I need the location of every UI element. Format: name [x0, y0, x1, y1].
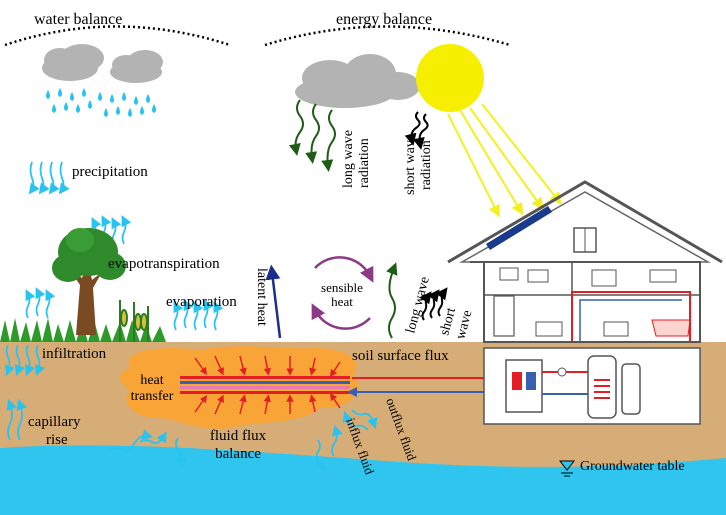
rain-drop: [58, 88, 62, 97]
rain-drop: [146, 94, 150, 103]
sun-icon: [416, 44, 484, 112]
rain-drop: [122, 92, 126, 101]
long-wave-label: long wave: [403, 275, 432, 335]
heat-arrow: [194, 357, 208, 376]
rain-drop: [52, 104, 56, 113]
capillary-rise-label-2: rise: [46, 432, 68, 448]
long-wave-radiation-label-2: radiation: [357, 138, 372, 188]
heat-arrow: [309, 394, 317, 413]
long-wave-radiation-label-1: long wave: [341, 130, 356, 188]
rain-drop: [46, 90, 50, 99]
short-wave-radiation-label-1: short wave: [403, 134, 418, 195]
tree-icon: [52, 228, 126, 335]
short-wave-radiation-label-2: radiation: [419, 140, 434, 190]
short-wave-label-2: wave: [453, 309, 475, 341]
fluid-flux-balance-label-1: fluid flux: [210, 428, 267, 444]
short-wave-label-1: short: [437, 306, 459, 337]
up-arrow: [35, 287, 46, 317]
heat-arrow: [329, 392, 341, 409]
sensible-heat-label-2: heat: [331, 294, 353, 309]
rain-drop: [82, 88, 86, 97]
heat-arrow: [214, 394, 224, 415]
heat-arrow: [263, 394, 271, 415]
up-arrow: [45, 289, 56, 319]
groundwater-table-label: Groundwater table: [580, 459, 685, 474]
capillary-rise-label-1: capillary: [28, 414, 81, 430]
cloud-icon: [42, 44, 163, 83]
heat-arrow: [309, 357, 317, 376]
up-arrow: [193, 301, 204, 331]
rain-drop: [116, 106, 120, 115]
capillary-rise-arrows: [6, 398, 27, 441]
rain-drop: [110, 94, 114, 103]
sensible-heat-cycle: [311, 256, 374, 330]
rain-drop: [152, 104, 156, 113]
sensible-heat-label-1: sensible: [321, 280, 363, 295]
fluid-flux-arrows: [109, 409, 378, 470]
house-icon: [447, 180, 723, 343]
rain-drop: [76, 104, 80, 113]
heat-arrow: [239, 355, 247, 376]
latent-heat-arrow: [265, 264, 282, 339]
fluid-flux-balance-label-2: balance: [215, 446, 261, 462]
shortwave-down-arrows: [404, 111, 429, 150]
rain-drop: [64, 102, 68, 111]
rain-drop: [70, 92, 74, 101]
infiltration-label: infiltration: [42, 346, 107, 362]
rain-drop: [88, 100, 92, 109]
heat-arrow: [329, 361, 341, 378]
crop-plants: [119, 300, 149, 342]
energy-balance-arc: [264, 25, 511, 47]
water-balance-label: water balance: [34, 11, 122, 28]
heat-flux-arrows: [194, 355, 341, 415]
evaporation-label: evaporation: [166, 294, 237, 310]
up-arrow: [25, 289, 36, 319]
solar-panel-icon: [486, 206, 552, 250]
up-arrow: [173, 301, 184, 331]
up-arrow: [213, 301, 224, 331]
cloud-icon: [295, 54, 420, 108]
energy-balance-label: energy balance: [336, 11, 432, 28]
evapotranspiration-label: evapotranspiration: [108, 256, 220, 272]
groundwater-symbol-icon: [558, 460, 576, 477]
rain-drop-icon: [46, 88, 156, 117]
heat-arrow: [239, 394, 247, 415]
soil-surface-flux-label: soil surface flux: [352, 348, 449, 364]
latent-heat-label: latent heat: [254, 268, 269, 326]
ground-heat-exchanger-coil: [180, 376, 350, 394]
heat-transfer-label-1: heat: [140, 373, 163, 388]
up-arrow: [121, 215, 132, 245]
precipitation-arrows: [28, 161, 70, 195]
water-balance-arc: [4, 25, 231, 47]
sun-rays: [447, 103, 562, 218]
rain-drop: [104, 108, 108, 117]
heat-transfer-label-2: transfer: [131, 389, 174, 404]
rain-drop: [98, 92, 102, 101]
rain-drop: [140, 106, 144, 115]
longwave-down-arrows: [288, 99, 336, 172]
heat-arrow: [214, 355, 224, 376]
heat-arrow: [194, 394, 208, 413]
precipitation-label: precipitation: [72, 164, 148, 180]
rain-drop: [128, 108, 132, 117]
shortwave-up-arrows: [419, 287, 448, 321]
up-arrow: [203, 299, 214, 329]
heat-pump-icon: [505, 359, 543, 413]
up-arrow: [183, 299, 194, 329]
heat-arrow: [263, 355, 271, 376]
infiltration-arrows: [4, 344, 45, 377]
storage-tank-coil: [594, 379, 610, 399]
longwave-up-arrow: [386, 262, 398, 339]
basement: [483, 347, 701, 425]
rain-drop: [134, 96, 138, 105]
